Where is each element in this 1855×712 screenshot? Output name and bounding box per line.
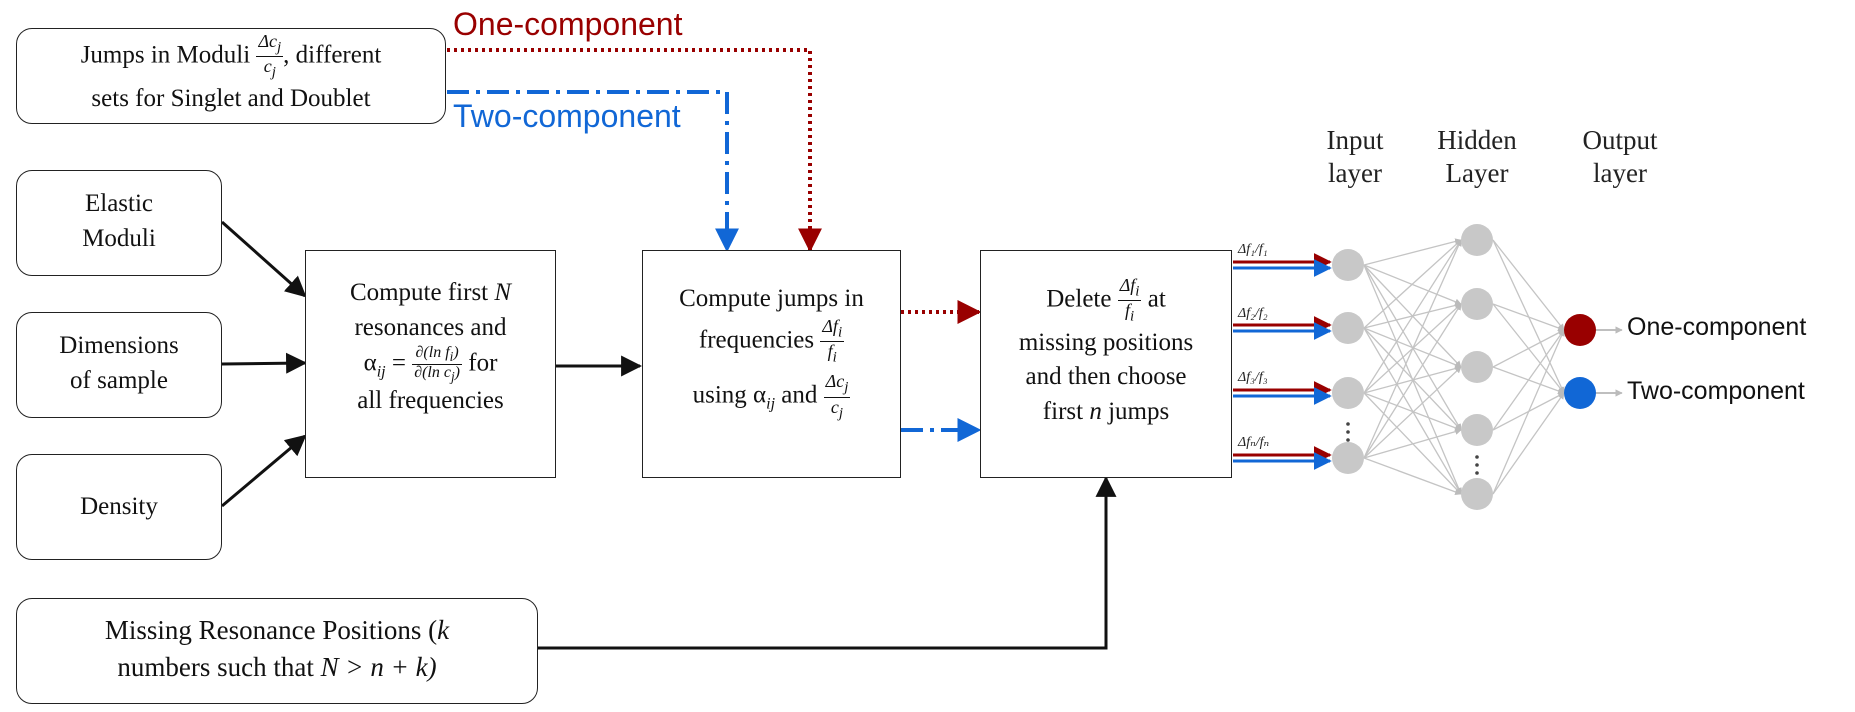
input-neuron-1	[1332, 312, 1364, 344]
edge-input-2-hidden-3	[1363, 392, 1462, 431]
jumps-moduli-text: Jumps in Moduli Δcj cj , different sets …	[16, 30, 446, 122]
ellipsis-dot-2	[1346, 438, 1350, 442]
ellipsis-dot-1	[1346, 430, 1350, 434]
delta-c-over-c-fraction-2: Δcj cj	[823, 371, 851, 422]
compute-jumps-text: Compute jumps in frequencies Δfi fi usin…	[679, 285, 864, 422]
ellipsis-dot-4	[1475, 463, 1479, 467]
dimensions-text: Dimensions of sample	[59, 332, 179, 394]
arrow-elastic-to-compute	[221, 220, 307, 298]
one-component-path	[447, 48, 822, 253]
edge-input-3-hidden-0	[1363, 239, 1462, 459]
missing-resonance-box	[16, 598, 538, 704]
dimensions-box	[16, 312, 222, 418]
ellipsis-dot-5	[1475, 471, 1479, 475]
hidden-neuron-3	[1461, 414, 1493, 446]
partial-derivative-fraction: ∂(ln fi) ∂(ln cj)	[412, 344, 462, 385]
hidden-neuron-2	[1461, 351, 1493, 383]
legend-one-component: One-component	[453, 6, 683, 42]
input-label-2: Δf₂/f₂	[1238, 306, 1268, 321]
hidden-neuron-1	[1461, 288, 1493, 320]
input-neuron-3	[1332, 442, 1364, 474]
delta-c-over-c-fraction: Δcj cj	[256, 31, 284, 81]
compute-jumps-box	[642, 250, 901, 478]
edge-hidden-2-output-0	[1492, 329, 1565, 368]
hidden-neuron-0	[1461, 224, 1493, 256]
density-text: Density	[80, 493, 158, 520]
elastic-moduli-text: Elastic Moduli	[82, 190, 156, 252]
ellipsis-dot-0	[1346, 422, 1350, 426]
two-component-path	[447, 90, 739, 253]
edge-input-3-hidden-2	[1363, 366, 1462, 459]
input-label-1: Δf₁/f₁	[1238, 242, 1268, 257]
input-neuron-2	[1332, 377, 1364, 409]
output-label-two-component: Two-component	[1627, 377, 1805, 405]
delete-text: Delete Δfi fi at missing positions and t…	[1018, 275, 1194, 425]
input-label-3: Δf₃/f₃	[1238, 370, 1268, 385]
jumps-moduli-suffix: , different	[283, 41, 382, 69]
network-input-arrows	[1233, 253, 1332, 470]
edge-input-3-hidden-4	[1363, 457, 1462, 496]
edge-input-3-hidden-1	[1363, 303, 1462, 459]
edge-input-1-hidden-0	[1363, 239, 1462, 329]
edge-hidden-3-output-0	[1492, 329, 1565, 431]
input-label-n: Δfₙ/fₙ	[1238, 435, 1270, 450]
legend-two-component: Two-component	[453, 98, 681, 134]
edge-input-3-hidden-3	[1363, 428, 1462, 459]
delete-box	[980, 250, 1232, 478]
edge-input-1-hidden-3	[1363, 327, 1462, 431]
jumps-moduli-prefix: Jumps in Moduli	[80, 41, 251, 69]
elastic-moduli-box	[16, 170, 222, 276]
edge-input-2-hidden-0	[1363, 239, 1462, 394]
jumps-moduli-line2: sets for Singlet and Doublet	[91, 84, 371, 112]
output-neuron-two-component	[1564, 377, 1596, 409]
hidden-neuron-4	[1461, 478, 1493, 510]
delta-f-over-f-fraction: Δfi fi	[820, 315, 845, 366]
compute-resonances-text: Compute first N resonances and αij = ∂(l…	[349, 279, 512, 415]
network-edges	[1363, 238, 1623, 496]
output-neuron-one-component	[1564, 314, 1596, 346]
edge-hidden-4-output-1	[1492, 392, 1565, 495]
edge-hidden-1-output-0	[1492, 303, 1565, 332]
arrow-missing-to-delete	[538, 475, 1117, 650]
edge-hidden-4-output-0	[1492, 329, 1565, 495]
compute-resonances-box	[305, 250, 556, 478]
output-layer-label: Output layer	[1582, 125, 1658, 188]
arrow-dimensions-to-compute	[221, 352, 308, 374]
input-neuron-0	[1332, 249, 1364, 281]
network-nodes	[1332, 224, 1596, 510]
ellipsis-dot-3	[1475, 455, 1479, 459]
input-layer-label: Input layer	[1326, 125, 1384, 188]
arrow-density-to-compute	[221, 434, 307, 508]
hidden-layer-label: Hidden Layer	[1437, 125, 1517, 188]
edge-hidden-0-output-0	[1492, 239, 1565, 331]
edge-input-0-hidden-0	[1363, 238, 1462, 266]
missing-resonance-text: Missing Resonance Positions (k numbers s…	[104, 615, 450, 683]
jumps-moduli-box	[16, 28, 446, 124]
delta-f-over-f-fraction-2: Δfi fi	[1117, 275, 1142, 325]
density-box	[16, 454, 222, 560]
output-label-one-component: One-component	[1627, 313, 1807, 341]
